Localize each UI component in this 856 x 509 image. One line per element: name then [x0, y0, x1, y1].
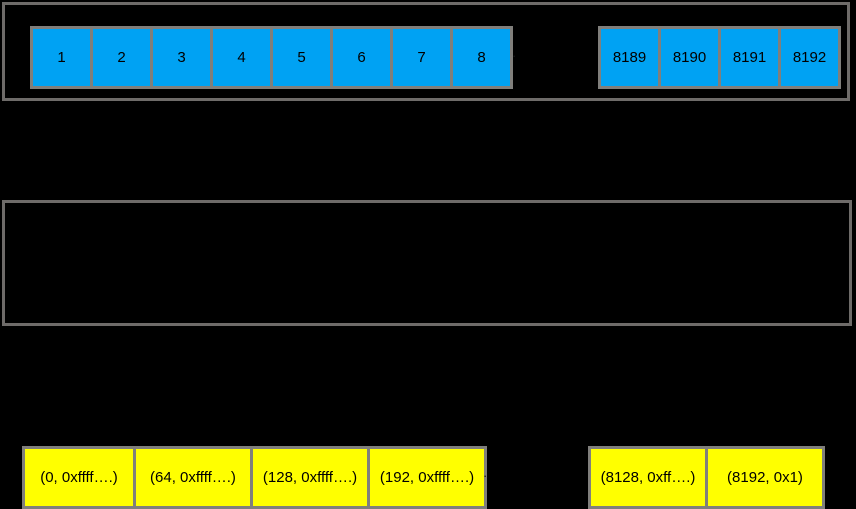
- descriptor-head-group: (0, 0xffff….) (64, 0xffff….) (128, 0xfff…: [22, 446, 487, 509]
- page-frame-cell[interactable]: 8192: [781, 29, 838, 86]
- descriptor-cell[interactable]: (128, 0xffff….): [253, 449, 367, 506]
- descriptor-ellipsis-icon: ·: [483, 468, 489, 483]
- page-frame-cell[interactable]: 2: [93, 29, 150, 86]
- page-frame-cell[interactable]: 8190: [661, 29, 718, 86]
- page-frame-cell[interactable]: 6: [333, 29, 390, 86]
- page-frame-cell[interactable]: 1: [33, 29, 90, 86]
- page-frame-cell[interactable]: 3: [153, 29, 210, 86]
- descriptor-cell[interactable]: (8128, 0xff….): [591, 449, 705, 506]
- descriptor-array-container: (0, 0xffff….) (64, 0xffff….) (128, 0xfff…: [2, 200, 852, 509]
- page-frame-ellipsis-icon: ·: [512, 48, 518, 63]
- page-frame-cell[interactable]: 7: [393, 29, 450, 86]
- page-frame-cell[interactable]: 8189: [601, 29, 658, 86]
- page-frame-cell[interactable]: 8: [453, 29, 510, 86]
- page-frame-array-container: 1 2 3 4 5 6 7 8 · 8189 8190 8191 8192: [2, 2, 850, 101]
- page-frame-tail-group: 8189 8190 8191 8192: [598, 26, 841, 89]
- descriptor-tail-group: (8128, 0xff….) (8192, 0x1): [588, 446, 825, 509]
- page-frame-cell[interactable]: 4: [213, 29, 270, 86]
- descriptor-cell[interactable]: (8192, 0x1): [708, 449, 822, 506]
- page-frame-head-group: 1 2 3 4 5 6 7 8: [30, 26, 513, 89]
- page-frame-cell[interactable]: 8191: [721, 29, 778, 86]
- page-frame-cell[interactable]: 5: [273, 29, 330, 86]
- descriptor-cell[interactable]: (64, 0xffff….): [136, 449, 250, 506]
- descriptor-cell[interactable]: (0, 0xffff….): [25, 449, 133, 506]
- descriptor-cell[interactable]: (192, 0xffff….): [370, 449, 484, 506]
